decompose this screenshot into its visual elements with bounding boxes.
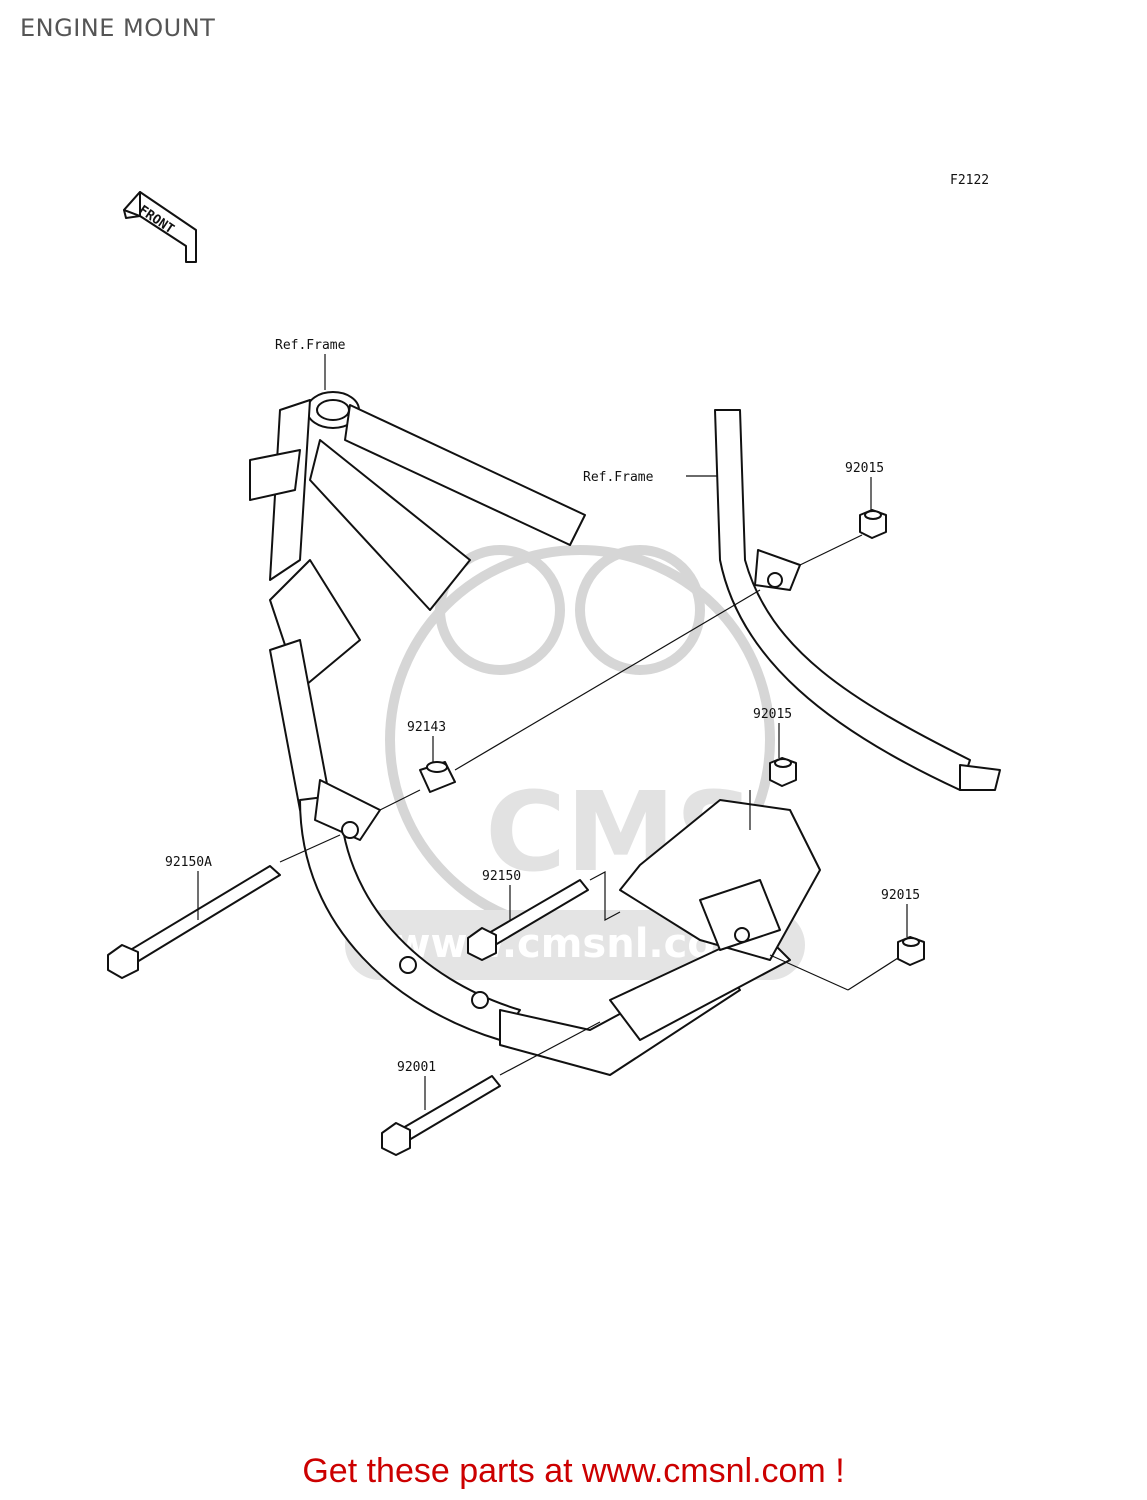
page-title: ENGINE MOUNT bbox=[20, 14, 216, 42]
main-frame bbox=[249, 391, 791, 1076]
front-arrow-icon: FRONT bbox=[123, 191, 197, 263]
part-92015-nut-lower bbox=[897, 936, 925, 966]
callout-92150: 92150 bbox=[482, 869, 521, 884]
rear-frame bbox=[714, 409, 1001, 791]
callout-92143: 92143 bbox=[407, 720, 446, 735]
part-92150a-bolt bbox=[107, 865, 281, 979]
figure-code: F2122 bbox=[950, 173, 989, 188]
ref-frame-label-right: Ref.Frame bbox=[583, 470, 654, 485]
callout-92001: 92001 bbox=[397, 1060, 436, 1075]
get-parts-link[interactable]: Get these parts at www.cmsnl.com ! bbox=[302, 1452, 845, 1490]
part-92001-bolt bbox=[381, 1075, 501, 1156]
part-92015-nut-top bbox=[859, 509, 887, 539]
part-92015-nut-middle bbox=[769, 757, 797, 787]
part-92150-bolt bbox=[467, 879, 589, 961]
callout-92015-lower: 92015 bbox=[881, 888, 920, 903]
callout-92015-middle: 92015 bbox=[753, 707, 792, 722]
callout-92015-top: 92015 bbox=[845, 461, 884, 476]
callout-92150a: 92150A bbox=[165, 855, 212, 870]
part-92143-collar bbox=[419, 761, 456, 793]
ref-frame-label-left: Ref.Frame bbox=[275, 338, 346, 353]
cross-member bbox=[619, 799, 821, 961]
